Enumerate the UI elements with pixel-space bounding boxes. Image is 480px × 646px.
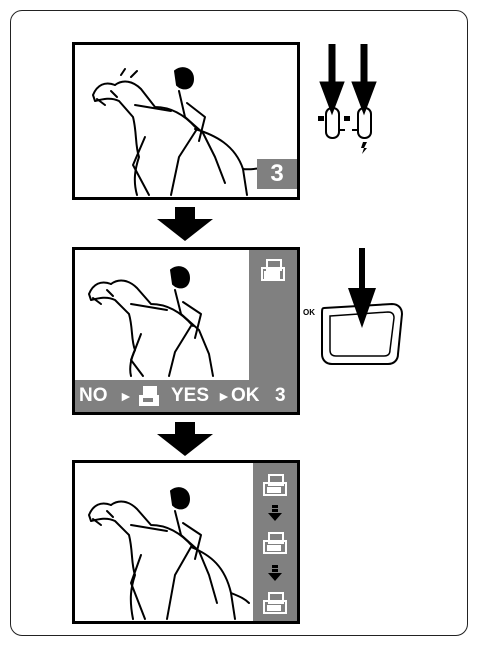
arrow-down-icon bbox=[352, 82, 376, 114]
no-label: NO bbox=[79, 380, 108, 412]
lcd-screen-2: NO ► YES ► OK 3 bbox=[72, 247, 300, 415]
arrow-right-icon: ► bbox=[217, 380, 231, 412]
print-icon bbox=[261, 591, 289, 617]
shutter-buttons-diagram bbox=[318, 44, 388, 154]
step-arrow-1 bbox=[155, 207, 215, 241]
arrow-down-icon bbox=[320, 82, 344, 114]
ok-button-label: OK bbox=[303, 308, 315, 317]
frame-counter: 3 bbox=[275, 380, 286, 412]
arrow-down-icon bbox=[267, 565, 283, 581]
icon-sidebar bbox=[253, 463, 297, 621]
print-icon bbox=[259, 258, 287, 284]
frame-counter: 3 bbox=[257, 159, 297, 189]
icon-sidebar bbox=[249, 250, 297, 380]
lcd-screen-3 bbox=[72, 460, 300, 624]
print-icon bbox=[261, 531, 289, 557]
lcd-screen-1: 3 bbox=[72, 42, 300, 200]
step-arrow-2 bbox=[155, 422, 215, 456]
arrow-right-icon: ► bbox=[119, 380, 133, 412]
print-icon bbox=[261, 473, 289, 499]
yes-label: YES bbox=[171, 380, 209, 412]
ok-button-diagram[interactable] bbox=[318, 248, 408, 368]
confirm-bar: NO ► YES ► OK 3 bbox=[75, 380, 297, 412]
print-icon bbox=[137, 386, 161, 406]
ok-label: OK bbox=[231, 380, 260, 412]
arrow-down-icon bbox=[267, 505, 283, 521]
arrow-down-icon bbox=[348, 288, 376, 328]
